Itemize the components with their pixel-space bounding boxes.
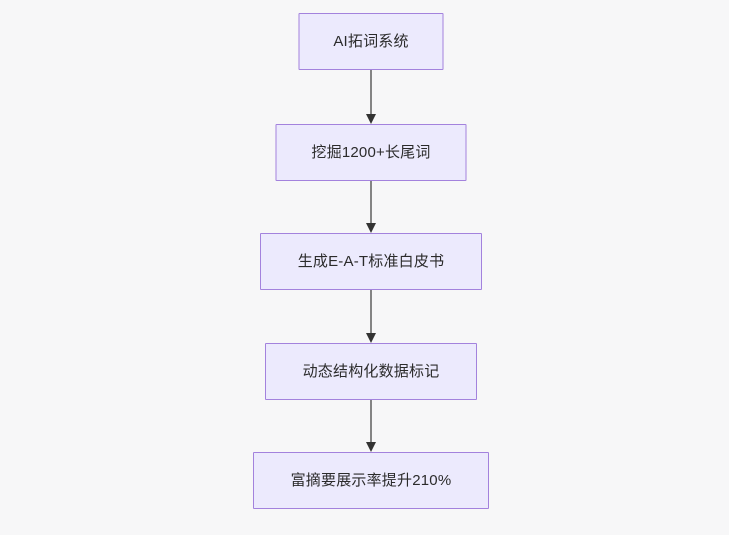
flow-node-mine-longtail-keywords[interactable]: 挖掘1200+长尾词 [275, 124, 467, 181]
edge-n2-n3 [363, 181, 379, 233]
flow-node-label: 生成E-A-T标准白皮书 [297, 253, 445, 270]
edge-n4-n5 [363, 400, 379, 452]
flow-node-rich-snippet-impression-lift[interactable]: 富摘要展示率提升210% [253, 452, 489, 509]
flow-node-label: 动态结构化数据标记 [302, 363, 440, 380]
flow-node-label: 挖掘1200+长尾词 [311, 144, 431, 161]
edge-n1-n2 [363, 70, 379, 124]
flow-node-dynamic-structured-data-markup[interactable]: 动态结构化数据标记 [265, 343, 477, 400]
flow-node-label: AI拓词系统 [333, 33, 409, 50]
flow-node-generate-eat-whitepaper[interactable]: 生成E-A-T标准白皮书 [260, 233, 482, 290]
edge-n3-n4 [363, 290, 379, 343]
flow-node-label: 富摘要展示率提升210% [290, 472, 452, 489]
flow-node-ai-keyword-system[interactable]: AI拓词系统 [298, 13, 444, 70]
